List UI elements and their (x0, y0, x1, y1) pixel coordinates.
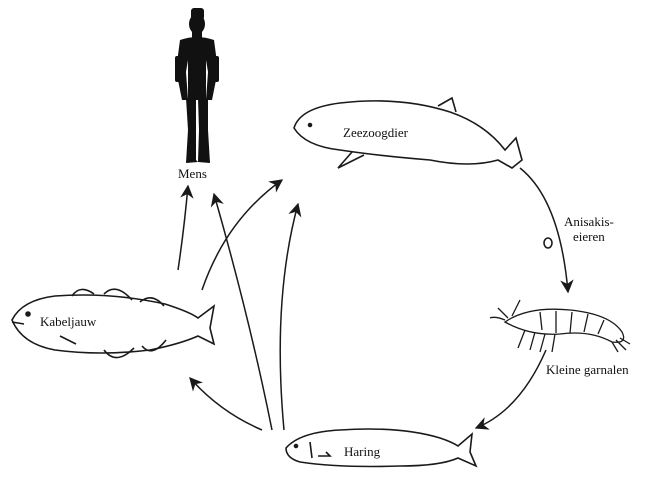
human-label: Mens (178, 166, 207, 181)
herring-label: Haring (344, 444, 380, 459)
anisakis-eggs-label: Anisakis- eieren (564, 214, 614, 244)
arrow-herring-to-cod (190, 378, 262, 430)
arrow-herring-to-human (214, 194, 272, 430)
anisakis-egg-icon (544, 238, 552, 248)
herring-fish-icon (286, 429, 476, 467)
arrow-mammal-to-shrimp (520, 168, 568, 292)
arrow-cod-to-human (178, 186, 188, 270)
arrow-herring-to-mammal (280, 204, 298, 430)
anisakis-eggs-label-line1: Anisakis- (564, 214, 614, 229)
human-figure-icon (175, 8, 219, 163)
shrimp-icon (490, 300, 630, 352)
marine-mammal-icon (294, 98, 522, 168)
shrimp-label: Kleine garnalen (546, 362, 629, 377)
cod-label: Kabeljauw (40, 314, 96, 329)
arrow-shrimp-to-herring (476, 350, 546, 428)
arrows (178, 168, 568, 430)
anisakis-eggs-label-line2: eieren (564, 229, 614, 244)
marine-mammal-label: Zeezoogdier (343, 125, 408, 140)
